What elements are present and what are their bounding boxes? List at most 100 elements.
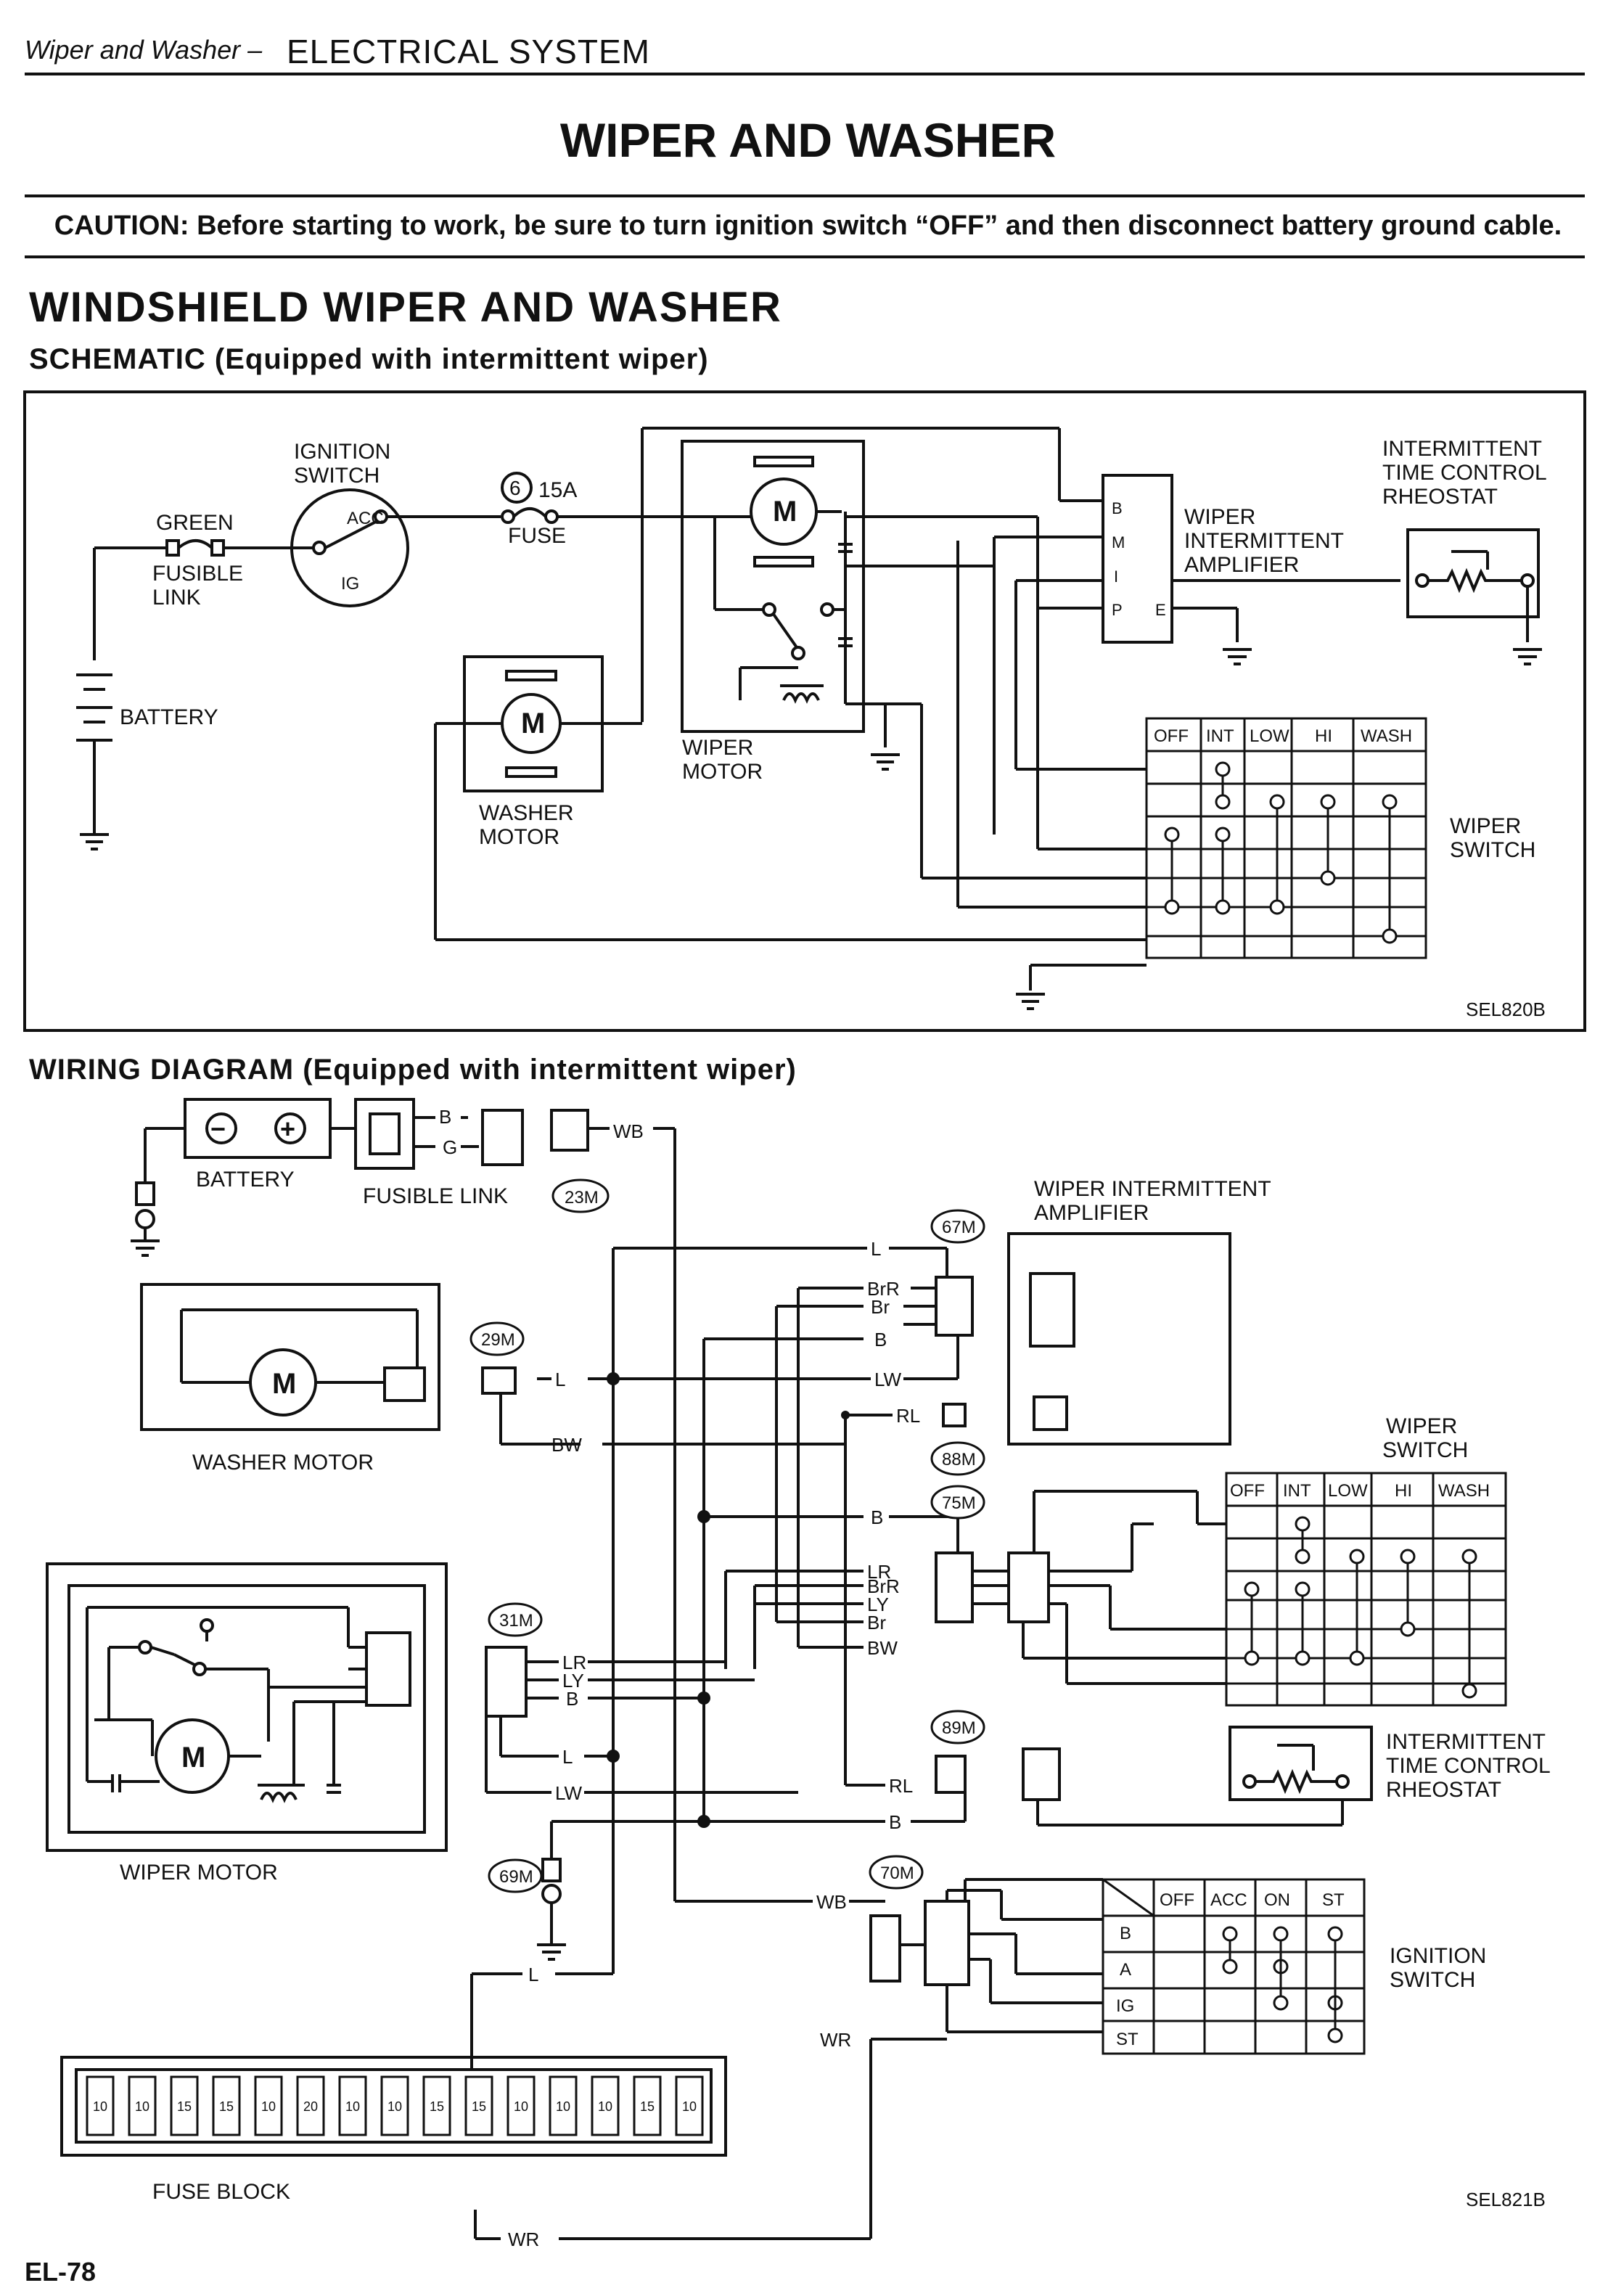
fuse-rating: 15 — [640, 2099, 655, 2114]
page-title: WIPER AND WASHER — [559, 113, 1057, 167]
fuse-cell — [422, 2075, 451, 2136]
wire-b-89: B — [889, 1811, 901, 1833]
washer-m: M — [521, 708, 545, 739]
wiper-label: WIPER MOTOR — [120, 1861, 278, 1885]
washer-m: M — [272, 1368, 296, 1400]
fuse-rating: 10 — [261, 2099, 276, 2114]
pin-b: B — [1112, 499, 1123, 517]
ignition-label-1: IGNITION — [294, 440, 390, 464]
isw-label-2: SWITCH — [1390, 1968, 1475, 1992]
isw-row-b: B — [1120, 1924, 1131, 1943]
connector-circles — [469, 1178, 985, 1893]
isw-row-st: ST — [1116, 2030, 1139, 2049]
section-label: Wiper and Washer – — [25, 35, 263, 65]
isw-col-acc: ACC — [1210, 1890, 1247, 1910]
wiring-rheostat-box — [1229, 1726, 1373, 1801]
ignition-switch-table — [1102, 1878, 1366, 2055]
rheo-label-1: INTERMITTENT — [1386, 1730, 1546, 1754]
fuse-cell — [86, 2075, 115, 2136]
wiring-labels: − + BATTERY FUSIBLE LINK 23M 29M 31M 67M… — [120, 1106, 1551, 2250]
c88-label: 88M — [942, 1450, 976, 1469]
battery-minus: − — [210, 1114, 226, 1144]
c70-label: 70M — [880, 1864, 914, 1883]
fuse-cell — [380, 2075, 409, 2136]
wire-br-75: Br — [867, 1612, 886, 1633]
fuse-block-box — [60, 2056, 727, 2157]
fuse-rating: 10 — [345, 2099, 360, 2114]
battery-label: BATTERY — [196, 1168, 295, 1192]
wire-l-top: L — [871, 1238, 881, 1260]
wire-wb-top: WB — [613, 1120, 644, 1142]
rheo-label-3: RHEOSTAT — [1386, 1778, 1501, 1802]
fuse-amp: 15A — [538, 478, 577, 502]
isw-col-off: OFF — [1160, 1890, 1194, 1910]
wiper-m: M — [181, 1742, 205, 1774]
isw-row-a: A — [1120, 1960, 1131, 1980]
ignition-label-2: SWITCH — [294, 464, 380, 488]
schematic-heading: SCHEMATIC (Equipped with intermittent wi… — [29, 343, 709, 375]
rheostat-frame — [1406, 528, 1540, 618]
pin-e: E — [1155, 601, 1166, 619]
pin-m: M — [1112, 533, 1125, 552]
fuse-cell — [506, 2075, 536, 2136]
wire-brr: BrR — [867, 1278, 900, 1300]
battery-label: BATTERY — [120, 705, 218, 729]
ignition-switch-symbol — [290, 488, 409, 607]
fusible-label-1: FUSIBLE — [152, 562, 243, 586]
wsw-label-2: SWITCH — [1382, 1438, 1468, 1462]
col-off: OFF — [1154, 726, 1189, 746]
wire-ly-75: LY — [867, 1594, 889, 1615]
wiring-amplifier-box — [1007, 1232, 1231, 1446]
schematic-labels: IGNITION SWITCH ACC IG GREEN FUSIBLE LIN… — [120, 437, 1547, 1020]
wire-b-67: B — [874, 1329, 887, 1350]
schematic-frame — [23, 390, 1586, 1032]
col-low: LOW — [1250, 726, 1289, 746]
wire-lw-31: LW — [555, 1782, 583, 1804]
wiper-label-1: WIPER — [682, 736, 753, 760]
fuse-rating: 15 — [177, 2099, 192, 2114]
schematic-wiper-switch-table — [1145, 717, 1427, 959]
fuse-cell — [254, 2075, 283, 2136]
wsw-col-low: LOW — [1328, 1481, 1368, 1501]
fuse-label: FUSE — [508, 524, 566, 548]
green-label: GREEN — [156, 511, 234, 535]
fuse-number: 6 — [509, 477, 521, 499]
washer-label-1: WASHER — [479, 801, 574, 825]
isw-col-on: ON — [1264, 1890, 1290, 1910]
wire-l-31: L — [562, 1746, 573, 1768]
fuse-rating: 15 — [430, 2099, 444, 2114]
rheo-label-3: RHEOSTAT — [1382, 485, 1498, 509]
wire-g-fl: G — [443, 1136, 457, 1158]
wire-lr-31: LR — [562, 1652, 586, 1673]
fuse-rating: 10 — [93, 2099, 107, 2114]
fuse-rating: 10 — [514, 2099, 528, 2114]
c31-label: 31M — [499, 1611, 533, 1631]
c23-label: 23M — [565, 1188, 599, 1208]
wire-bw-29: BW — [551, 1434, 582, 1456]
ig-label: IG — [341, 574, 359, 594]
c67-label: 67M — [942, 1218, 976, 1237]
wire-b-31: B — [566, 1688, 578, 1710]
rheo-label-1: INTERMITTENT — [1382, 437, 1542, 461]
washer-label-2: MOTOR — [479, 825, 559, 849]
wire-b-fl: B — [439, 1106, 451, 1128]
fuse-rating: 20 — [303, 2099, 318, 2114]
battery-plus: + — [280, 1114, 295, 1144]
fuse-cell — [464, 2075, 493, 2136]
c29-label: 29M — [481, 1330, 515, 1350]
fuse-cell — [338, 2075, 367, 2136]
wiring-heading: WIRING DIAGRAM (Equipped with intermitte… — [29, 1054, 797, 1086]
acc-label: ACC — [347, 509, 384, 528]
col-int: INT — [1206, 726, 1234, 746]
caution-rule — [25, 255, 1585, 258]
washer-motor-box — [140, 1283, 440, 1431]
wire-lr-75: LR — [867, 1561, 891, 1583]
wiring-code: SEL821B — [1466, 2189, 1546, 2210]
wire-rl-89: RL — [889, 1775, 913, 1797]
fuse-cell — [170, 2075, 199, 2136]
title-rule — [25, 194, 1585, 197]
amp-label-1: WIPER INTERMITTENT — [1034, 1177, 1271, 1201]
